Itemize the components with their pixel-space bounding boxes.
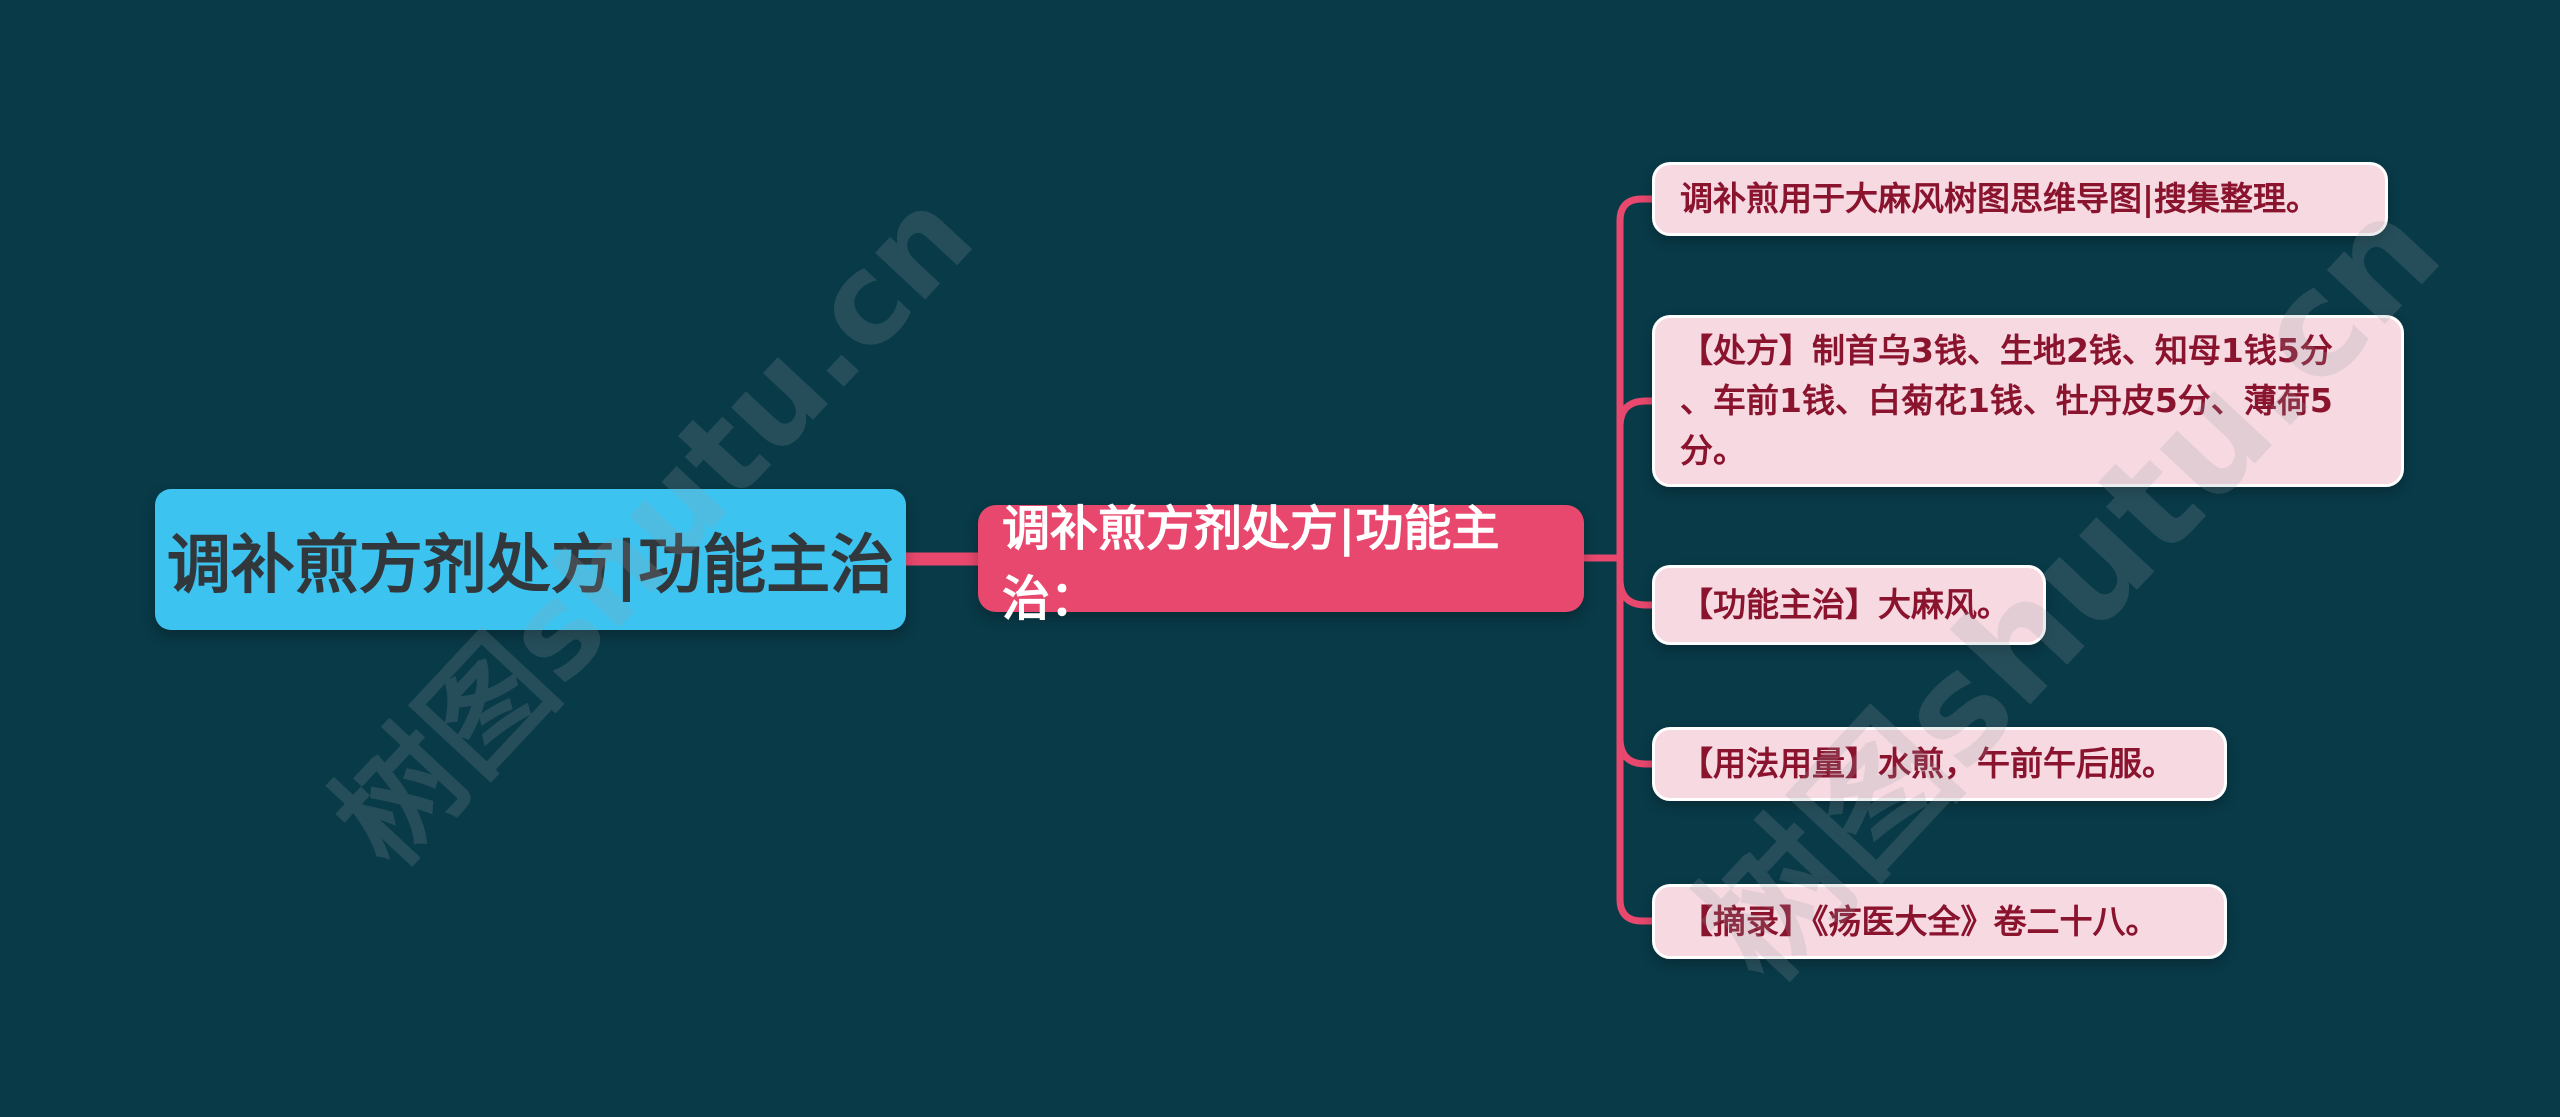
branch-node-prescription[interactable]: 【处方】制首乌3钱、生地2钱、知母1钱5分 、车前1钱、白菊花1钱、牡丹皮5分、… [1652,315,2404,487]
branch-node-note[interactable]: 调补煎用于大麻风树图思维导图|搜集整理。 [1652,162,2388,236]
branch-node-indications[interactable]: 【功能主治】大麻风。 [1652,565,2046,645]
root-node-label: 调补煎方剂处方|功能主治 [166,528,895,603]
branch-note-label: 调补煎用于大麻风树图思维导图|搜集整理。 [1680,179,2320,218]
root-node[interactable]: 调补煎方剂处方|功能主治 [155,489,906,630]
center-node-label: 调补煎方剂处方|功能主治： [1002,500,1500,627]
link-branch-indications [1616,578,1652,609]
branch-excerpt-label: 【摘录】《疡医大全》卷二十八。 [1680,901,2159,941]
link-branch-prescription [1616,397,1652,428]
branch-node-usage[interactable]: 【用法用量】水煎，午前午后服。 [1652,727,2227,801]
link-trunk [1616,195,1652,925]
link-branch-usage [1616,737,1652,768]
branch-usage-label: 【用法用量】水煎，午前午后服。 [1680,744,2175,783]
branch-prescription-label: 【处方】制首乌3钱、生地2钱、知母1钱5分 、车前1钱、白菊花1钱、牡丹皮5分、… [1680,331,2333,470]
center-node[interactable]: 调补煎方剂处方|功能主治： [978,501,1584,627]
branch-node-excerpt[interactable]: 【摘录】《疡医大全》卷二十八。 [1652,884,2227,959]
branch-indications-label: 【功能主治】大麻风。 [1680,585,2010,624]
